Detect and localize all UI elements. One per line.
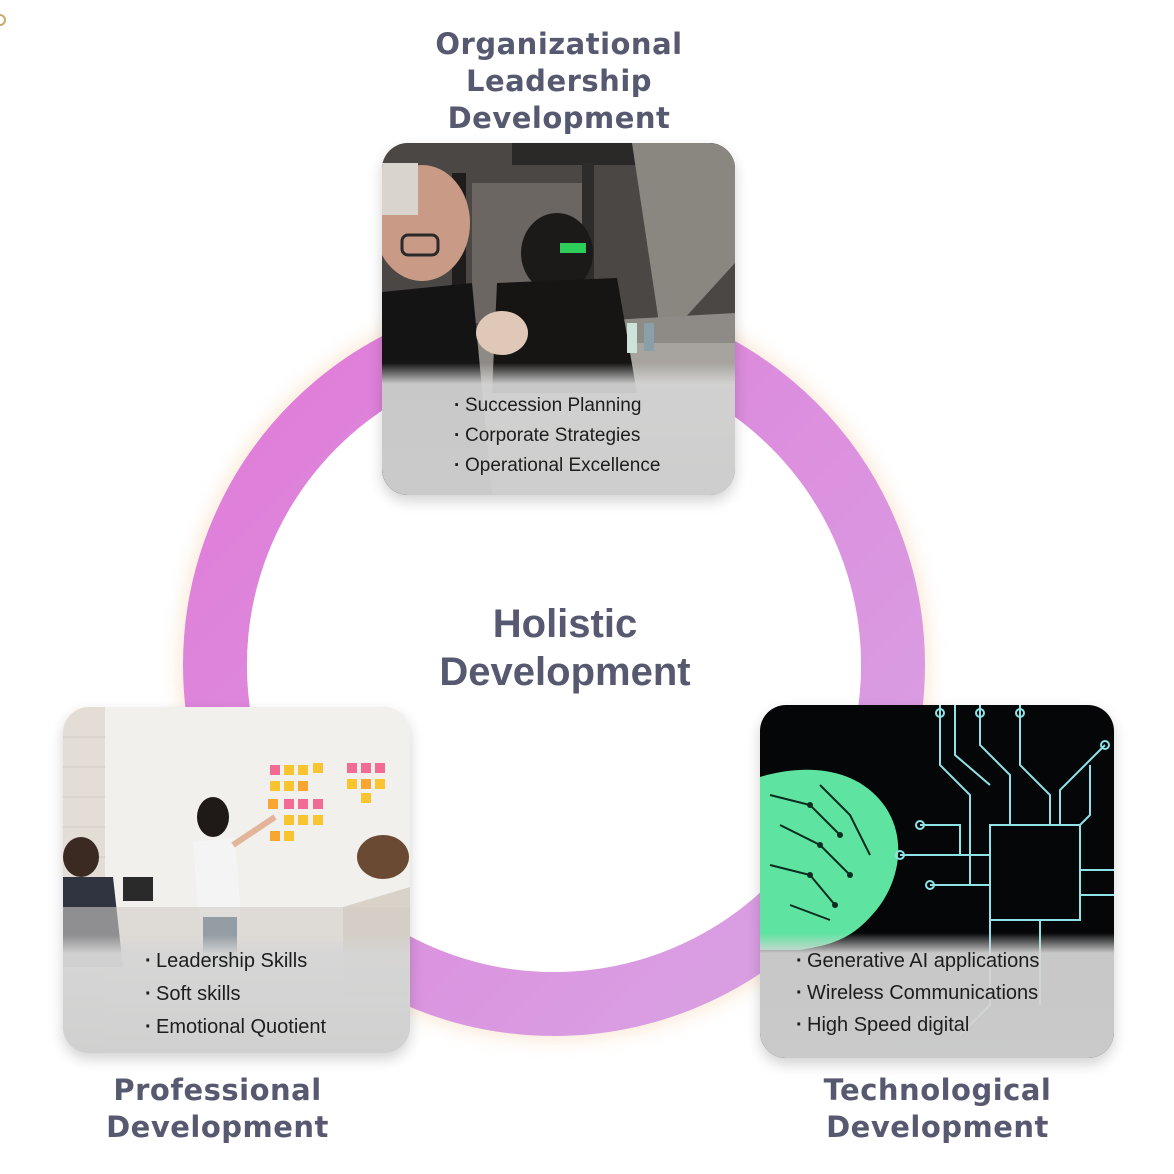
bullet-item: Leadership Skills	[145, 945, 410, 978]
corner-decoration	[0, 14, 6, 26]
bullet-item: Generative AI applications	[796, 945, 1114, 977]
bullet-item: High Speed digital	[796, 1009, 1114, 1041]
center-title: Holistic Development	[400, 600, 730, 696]
bullet-item: Corporate Strategies	[454, 421, 735, 451]
bullet-item: Emotional Quotient	[145, 1011, 410, 1044]
title-line: Development	[106, 1110, 329, 1144]
title-line: Technological	[823, 1073, 1052, 1107]
title-line: Organizational	[435, 27, 683, 61]
card-professional: Leadership Skills Soft skills Emotional …	[63, 707, 410, 1053]
bullets-organizational: Succession Planning Corporate Strategies…	[382, 363, 735, 495]
card-organizational: Succession Planning Corporate Strategies…	[382, 143, 735, 495]
bullet-item: Wireless Communications	[796, 977, 1114, 1009]
bullets-professional: Leadership Skills Soft skills Emotional …	[63, 935, 410, 1053]
title-professional: Professional Development	[80, 1072, 355, 1146]
title-line: Leadership	[465, 64, 653, 98]
center-title-line: Development	[439, 650, 691, 694]
card-technological: Generative AI applications Wireless Comm…	[760, 705, 1114, 1058]
center-title-line: Holistic	[492, 602, 638, 646]
bullets-technological: Generative AI applications Wireless Comm…	[760, 933, 1114, 1058]
title-technological: Technological Development	[790, 1072, 1085, 1146]
title-line: Development	[447, 101, 671, 135]
bullet-item: Operational Excellence	[454, 451, 735, 481]
bullet-item: Soft skills	[145, 978, 410, 1011]
title-organizational: Organizational Leadership Development	[400, 26, 718, 137]
title-line: Development	[826, 1110, 1049, 1144]
bullet-item: Succession Planning	[454, 391, 735, 421]
title-line: Professional	[113, 1073, 322, 1107]
